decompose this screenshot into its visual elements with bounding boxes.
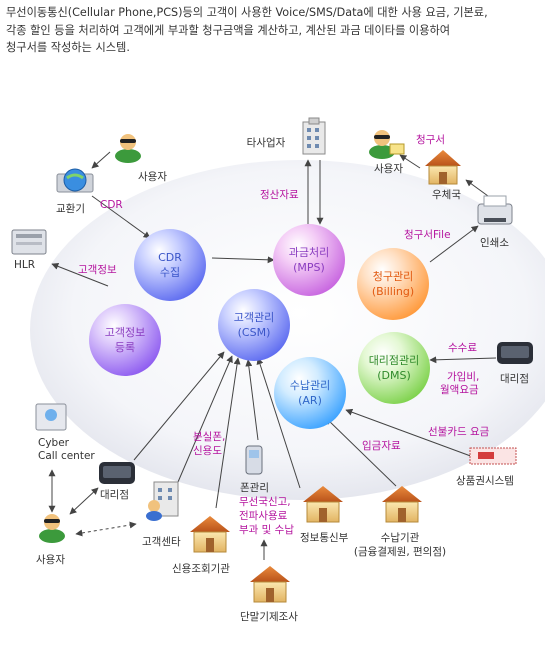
label-credit-agency: 신용조회기관 — [172, 563, 230, 575]
user-icon — [115, 134, 141, 163]
node-csm-line2: (CSM) — [238, 326, 271, 339]
node-dms-line1: 대리점관리 — [369, 354, 420, 367]
node-custinfo-line1: 고객정보 — [105, 326, 145, 339]
label-post-office: 우체국 — [432, 189, 461, 201]
label-agency-left: 대리점 — [100, 489, 129, 501]
node-mps-line2: (MPS) — [293, 261, 325, 274]
building-icon — [302, 117, 326, 155]
label-cyber-2: Call center — [38, 450, 95, 462]
label-phone-mgmt: 폰관리 — [240, 482, 269, 494]
server-icon — [11, 229, 47, 255]
flow-label-unauthorized-2: 전파사용료 — [239, 510, 288, 522]
flow-label-commission: 수수료 — [448, 342, 477, 354]
exchange-icon — [56, 168, 94, 193]
computer-icon — [35, 403, 67, 431]
label-cyber-1: Cyber — [38, 437, 70, 449]
phone-icon — [245, 445, 263, 475]
node-mps-line1: 과금처리 — [289, 246, 329, 259]
credit-agency-icon — [190, 516, 230, 553]
flow-label-settlement: 정산자료 — [260, 189, 299, 201]
agency-device-icon — [497, 342, 533, 364]
label-user-bottom-left: 사용자 — [36, 554, 65, 566]
terminal-survey-icon — [250, 566, 290, 603]
node-cdr-collection[interactable]: CDR 수집 — [134, 229, 206, 301]
customer-center-icon — [146, 481, 179, 521]
label-user-top-left: 사용자 — [138, 171, 167, 183]
flow-label-cdr: CDR — [100, 199, 123, 211]
label-customer-center: 고객센타 — [142, 536, 181, 548]
voucher-icon — [469, 447, 517, 465]
node-ar-line1: 수납관리 — [290, 379, 330, 392]
flow-label-bill-file: 청구서File — [404, 229, 451, 241]
label-hlr: HLR — [14, 259, 35, 271]
flow-arrows — [48, 151, 497, 560]
flow-label-lost-phone-1: 분실폰, — [193, 431, 225, 443]
node-claim-management[interactable]: 청구관리 (Billing) — [357, 248, 429, 320]
intro-text: 무선이동통신(Cellular Phone,PCS)등의 고객이 사용한 Voi… — [6, 6, 488, 54]
node-cdr-line1: CDR — [158, 251, 182, 264]
node-customer-info[interactable]: 고객정보 등록 — [89, 304, 161, 376]
label-terminal-survey: 단말기제조사 — [240, 611, 298, 623]
node-custinfo-line2: 등록 — [115, 341, 135, 354]
node-ar-line2: (AR) — [298, 394, 322, 407]
flow-label-unauthorized-1: 무선국신고, — [239, 496, 291, 508]
label-payment-org-1: 수납기관 — [381, 532, 420, 544]
node-csm-line1: 고객관리 — [234, 311, 274, 324]
label-other-carrier: 타사업자 — [247, 136, 286, 149]
agency-device-icon — [99, 462, 135, 484]
label-printer: 인쇄소 — [480, 237, 509, 249]
flow-label-lost-phone-2: 신용도 — [193, 445, 222, 457]
node-billing-line2: (Billing) — [372, 285, 414, 298]
flow-label-join-fee-2: 월액요금 — [440, 384, 479, 396]
flow-label-prepaid-card: 선불카드 요금 — [428, 426, 490, 438]
label-user-top-right: 사용자 — [374, 163, 403, 175]
node-billing-line1: 청구관리 — [373, 270, 413, 283]
node-cdr-line2: 수집 — [160, 266, 180, 279]
payment-org-icon — [382, 486, 422, 523]
label-payment-org-2: (금융결제원, 편의점) — [354, 545, 446, 558]
node-dms-line2: (DMS) — [377, 369, 411, 382]
label-exchange: 교환기 — [56, 203, 85, 215]
label-voucher-system: 상품권시스템 — [456, 475, 514, 487]
flow-label-unauthorized-3: 부과 및 수납 — [239, 524, 294, 536]
flow-label-payment-data: 입금자료 — [362, 439, 401, 452]
label-info-comm: 정보통신부 — [300, 532, 349, 544]
node-billing-process[interactable]: 과금처리 (MPS) — [273, 224, 345, 296]
flow-label-customer-info: 고객정보 — [78, 264, 117, 276]
node-agency-management[interactable]: 대리점관리 (DMS) — [358, 332, 430, 404]
label-agency-right: 대리점 — [500, 373, 529, 385]
info-comm-icon — [303, 486, 343, 523]
user-with-mail-icon — [369, 130, 405, 159]
node-ar[interactable]: 수납관리 (AR) — [274, 357, 346, 429]
post-office-icon — [425, 150, 461, 185]
flow-label-bill: 청구서 — [416, 134, 445, 146]
printer-icon — [477, 195, 513, 225]
node-csm[interactable]: 고객관리 (CSM) — [218, 289, 290, 361]
user-icon — [39, 514, 65, 543]
flow-label-join-fee-1: 가입비, — [447, 370, 479, 383]
